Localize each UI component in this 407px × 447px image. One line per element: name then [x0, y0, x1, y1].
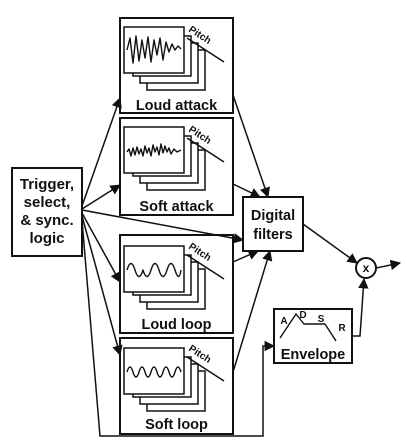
- arrow-logic-to-envelope: [81, 219, 276, 437]
- trigger-logic-line: & sync.: [20, 212, 73, 229]
- arrow-output: [375, 259, 402, 271]
- waveform-stack: [123, 245, 206, 310]
- waveform-icon: [126, 262, 182, 278]
- bank-loud-loop: Pitch Loud loop: [119, 234, 234, 334]
- adsr-stage-label: R: [338, 323, 346, 334]
- pitch-slash: [186, 137, 225, 163]
- envelope-block: A D S R Envelope: [273, 308, 353, 364]
- arrow-loud-attack-to-filters: [232, 94, 270, 198]
- multiplier-node: x: [355, 257, 377, 279]
- arrow-filters-to-multiplier: [302, 223, 358, 264]
- envelope-label: Envelope: [281, 347, 345, 363]
- arrow-envelope-to-multiplier: [352, 277, 369, 337]
- arrow-loud-loop-to-filters: [232, 250, 259, 263]
- waveform-icon: [126, 143, 182, 157]
- waveform-icon: [126, 366, 182, 378]
- connections: [81, 94, 402, 437]
- arrow-soft-attack-to-filters: [232, 183, 261, 198]
- waveform-stack: [123, 26, 206, 91]
- pitch-slash: [186, 356, 225, 382]
- arrow-logic-to-filters: [81, 209, 245, 244]
- trigger-logic-line: Trigger,: [20, 176, 74, 193]
- trigger-logic-box: [11, 167, 83, 257]
- bank-label: Loud attack: [136, 98, 218, 114]
- arrow-logic-to-loud-attack: [81, 97, 122, 207]
- digital-filters-block: Digital filters: [242, 196, 304, 252]
- waveform-stack: [123, 347, 206, 412]
- bank-loud-attack: Pitch Loud attack: [119, 17, 234, 114]
- bank-soft-attack: Pitch Soft attack: [119, 117, 234, 216]
- trigger-logic-line: logic: [29, 230, 64, 247]
- waveform-icon: [126, 35, 182, 64]
- pitch-slash: [186, 37, 225, 63]
- digital-filters-box: [242, 196, 304, 252]
- bank-soft-loop: Pitch Soft loop: [119, 337, 234, 435]
- bank-label: Loud loop: [141, 317, 211, 333]
- arrow-logic-to-soft-attack: [81, 184, 121, 210]
- adsr-stage-label: A: [280, 316, 287, 327]
- bank-label: Soft loop: [145, 417, 208, 433]
- trigger-logic-line: select,: [24, 194, 71, 211]
- multiplier-symbol: x: [363, 261, 370, 275]
- adsr-stage-label: D: [299, 310, 306, 321]
- digital-filters-line: Digital: [251, 208, 295, 224]
- arrow-soft-loop-to-filters: [232, 249, 273, 373]
- adsr-stage-label: S: [318, 314, 325, 325]
- adsr-curve-icon: [279, 313, 337, 342]
- arrow-logic-to-loud-loop: [81, 212, 121, 283]
- digital-filters-line: filters: [253, 227, 293, 243]
- pitch-slash: [186, 254, 225, 280]
- arrow-logic-to-soft-loop: [81, 215, 123, 357]
- waveform-stack: [123, 126, 206, 191]
- bank-label: Soft attack: [139, 199, 214, 215]
- trigger-logic-block: Trigger, select, & sync. logic: [11, 167, 83, 257]
